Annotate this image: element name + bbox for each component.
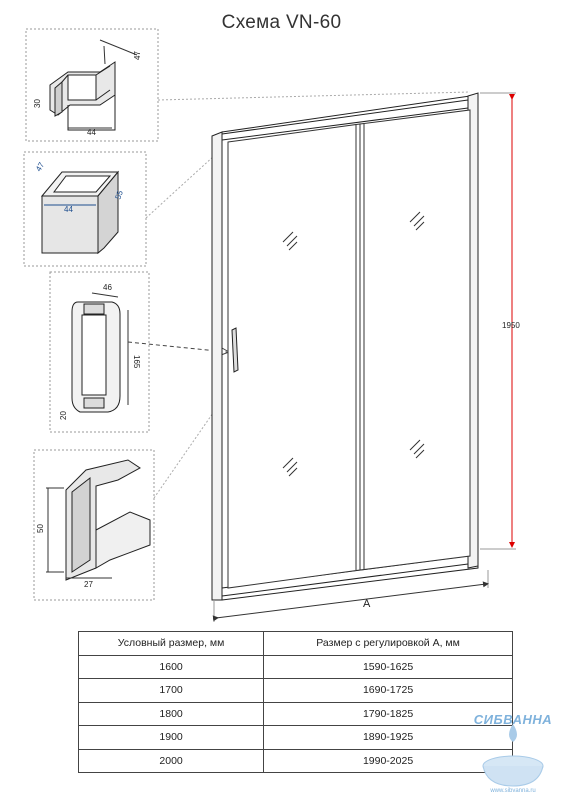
shower-door-drawing: 47 30 44 44 47 55 46 165 20: [23, 28, 520, 622]
brand-name: СИБВАННА: [473, 712, 553, 727]
cell-adjust: 1790-1825: [263, 701, 513, 726]
cell-adjust: 1890-1925: [263, 725, 513, 750]
handle-leader: [127, 341, 228, 353]
table-row: 1800 1790-1825: [77, 701, 513, 726]
dim-27: 27: [84, 580, 93, 589]
table-row: 1900 1890-1925: [77, 725, 513, 750]
bathtub-icon: [482, 724, 544, 787]
detail-bottom-profile: 44 47 55: [23, 151, 147, 267]
cell-adjust: 1990-2025: [263, 748, 513, 773]
dim-46: 46: [103, 283, 112, 292]
dim-44: 44: [87, 128, 96, 137]
table-header-row: Условный размер, мм Размер с регулировко…: [77, 631, 513, 656]
brand-url: www.sibvanna.ru: [490, 788, 536, 794]
col-nominal-size: Условный размер, мм: [77, 631, 265, 656]
table-row: 2000 1990-2025: [77, 748, 513, 773]
cell-adjust: 1690-1725: [263, 678, 513, 703]
dim-55: 55: [113, 189, 125, 201]
height-dimension: 1950: [480, 92, 520, 550]
shower-door-frame: [211, 92, 479, 601]
cell-nominal: 1800: [77, 701, 265, 726]
table-row: 1600 1590-1625: [77, 654, 513, 679]
dim-47b: 47: [34, 160, 47, 173]
col-adjust-size: Размер с регулировкой А, мм: [263, 631, 513, 656]
dim-47: 47: [133, 51, 142, 60]
leader-lines: [145, 91, 471, 499]
cell-nominal: 2000: [77, 748, 265, 773]
detail-top-profile: 47 30 44: [25, 28, 159, 142]
table-row: 1700 1690-1725: [77, 678, 513, 703]
detail-wall-profile: 50 27: [33, 449, 155, 601]
width-dimension: A: [212, 570, 489, 622]
cell-nominal: 1900: [77, 725, 265, 750]
dim-44b: 44: [64, 205, 73, 214]
dim-50: 50: [36, 524, 45, 533]
dim-height: 1950: [502, 321, 520, 330]
cell-nominal: 1700: [77, 678, 265, 703]
dim-width: A: [363, 598, 371, 610]
page-title: Схема VN-60: [221, 12, 342, 33]
brand-watermark: СИБВАННА www.sibvanna.ru: [465, 706, 561, 798]
dim-165: 165: [132, 355, 141, 369]
cell-adjust: 1590-1625: [263, 654, 513, 679]
dim-30: 30: [33, 99, 42, 108]
size-table: Условный размер, мм Размер с регулировко…: [77, 631, 513, 773]
cell-nominal: 1600: [77, 654, 265, 679]
dim-20: 20: [59, 411, 68, 420]
detail-handle: 46 165 20: [49, 271, 150, 433]
